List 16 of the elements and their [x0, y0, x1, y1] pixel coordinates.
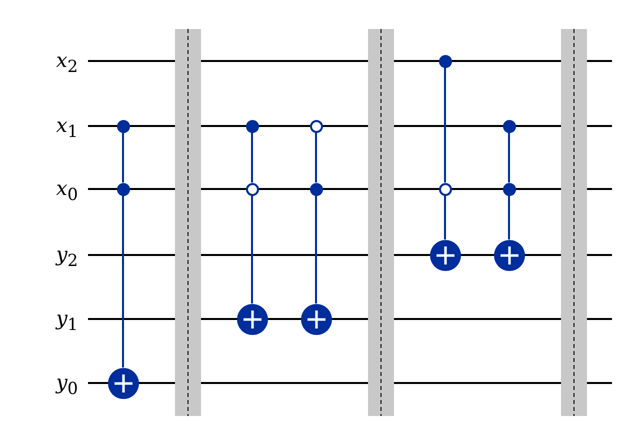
wire-label: y$_{2}$ [56, 242, 78, 272]
connector-line [508, 196, 510, 240]
wire-label: x$_{0}$ [56, 176, 78, 206]
connector-line [122, 196, 124, 368]
wire-label: y$_{0}$ [56, 370, 78, 400]
wire-label: y$_{1}$ [56, 306, 78, 336]
connector-line [444, 196, 446, 240]
connector-line [508, 132, 510, 182]
connector-line [251, 132, 253, 182]
connector-line [315, 132, 317, 182]
connector-line [122, 132, 124, 182]
wire-label: x$_{2}$ [56, 48, 78, 78]
connector-line [251, 196, 253, 304]
connector-line [315, 196, 317, 304]
wire-label: x$_{1}$ [56, 113, 78, 143]
connector-line [444, 68, 446, 182]
